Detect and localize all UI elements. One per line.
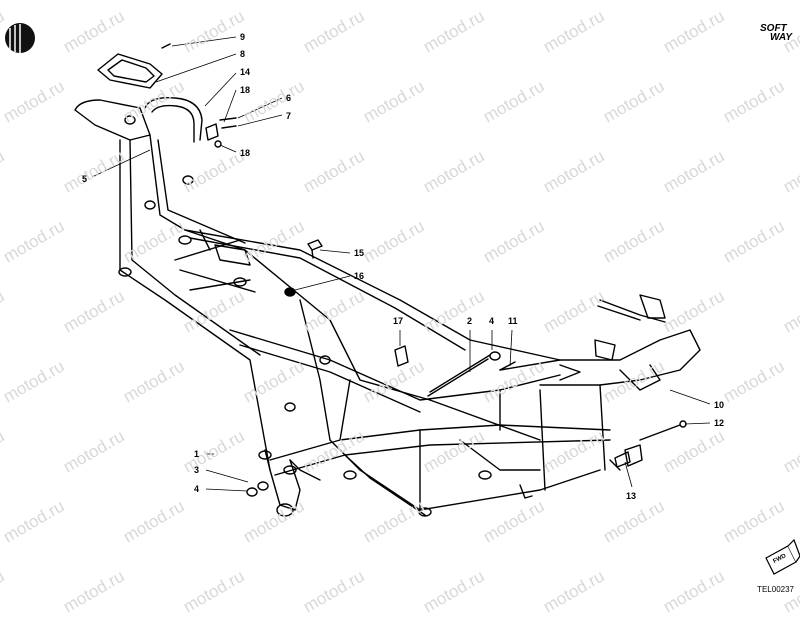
callout-16: 16 xyxy=(354,271,365,281)
callout-15: 15 xyxy=(354,248,365,258)
callout-6: 6 xyxy=(286,93,292,103)
brand-line-1: SOFT xyxy=(760,23,787,34)
callout-11: 11 xyxy=(508,316,518,326)
callout-2: 2 xyxy=(467,316,473,326)
callout-1: 1 xyxy=(194,449,200,459)
forward-direction-icon xyxy=(765,538,800,575)
callout-4-upper: 4 xyxy=(489,316,495,326)
brand-line-2: WAY xyxy=(770,32,793,43)
callout-4-lower: 4 xyxy=(194,484,200,494)
callout-18-lower: 18 xyxy=(240,148,251,158)
callout-10: 10 xyxy=(714,400,725,410)
callout-14: 14 xyxy=(240,67,251,77)
callout-8: 8 xyxy=(240,49,246,59)
callout-13: 13 xyxy=(626,491,637,501)
callout-18-upper: 18 xyxy=(240,85,251,95)
frame-diagram xyxy=(5,23,800,575)
callout-7: 7 xyxy=(286,111,292,121)
brand-mark: SOFT WAY xyxy=(760,23,793,43)
callout-9: 9 xyxy=(240,32,246,42)
frame-drawing xyxy=(74,43,701,517)
callout-5: 5 xyxy=(82,174,88,184)
callout-3: 3 xyxy=(194,465,200,475)
callout-17: 17 xyxy=(393,316,404,326)
callout-12: 12 xyxy=(714,418,725,428)
leader-lines xyxy=(91,36,711,492)
drawing-code: TEL00237 xyxy=(757,585,794,594)
publisher-logo-icon xyxy=(5,23,35,53)
